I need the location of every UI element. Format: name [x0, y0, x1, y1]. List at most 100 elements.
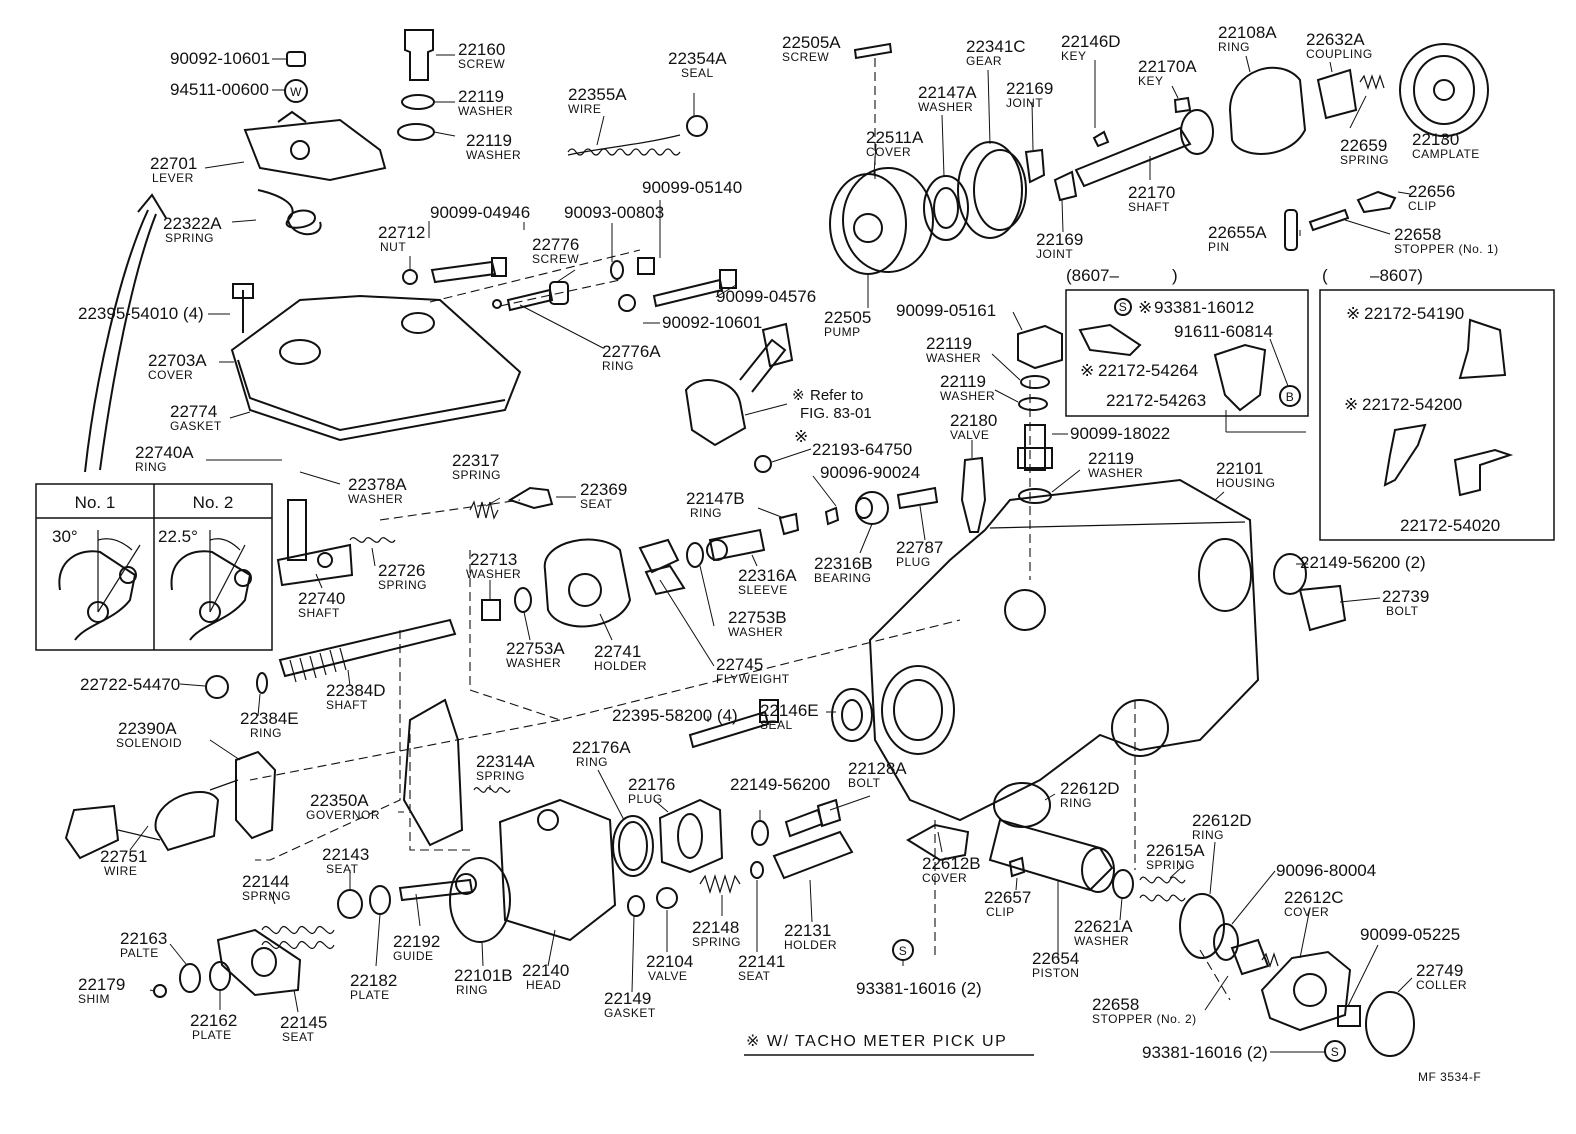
- callout-22108A-desc: RING: [1218, 40, 1250, 54]
- callout-22119-d: 22119: [940, 372, 986, 391]
- no2-lever-sketch: [170, 530, 252, 641]
- callout-22119-d-desc: WASHER: [940, 389, 995, 403]
- callout-90099-05225: 90099-05225: [1360, 925, 1460, 944]
- callout-22119-c: 22119: [926, 334, 972, 353]
- callout-22713: 22713: [470, 550, 517, 569]
- angle-30-label: 30°: [52, 527, 78, 546]
- callout-90093-00803: 90093-00803: [564, 203, 664, 222]
- callout-22615A-desc: SPRING: [1146, 858, 1195, 872]
- callout-22612C-desc: COVER: [1284, 905, 1329, 919]
- callout-22657-desc: CLIP: [986, 905, 1015, 919]
- callout-22701: 22701: [150, 154, 197, 173]
- callout-22193-64750: 22193-64750: [812, 440, 912, 459]
- callout-22140: 22140: [522, 961, 569, 980]
- part-callouts: 90092-10601 94511-00600 22160 SCREW 2211…: [78, 23, 1498, 1062]
- callout-22101: 22101: [1216, 459, 1263, 478]
- inset-part-22172-54264: 22172-54264: [1098, 361, 1198, 380]
- callout-22632A-desc: COUPLING: [1306, 47, 1373, 61]
- callout-22169-a: 22169: [1006, 79, 1053, 98]
- refer-note-mark: ※: [792, 387, 805, 404]
- callout-22144: 22144: [242, 872, 289, 891]
- callout-22180-desc: VALVE: [950, 428, 989, 442]
- callout-90092-10601-b: 90092-10601: [662, 313, 762, 332]
- no1-lever-sketch: [58, 530, 141, 641]
- callout-22774-desc: GASKET: [170, 419, 222, 433]
- callout-22751-desc: WIRE: [104, 864, 137, 878]
- callout-22350A: 22350A: [310, 791, 369, 810]
- inset-s-mark: S: [1119, 300, 1128, 314]
- callout-22146D: 22146D: [1061, 32, 1121, 51]
- callout-22162-desc: PLATE: [192, 1028, 232, 1042]
- callout-22149-56200: 22149-56200: [730, 775, 830, 794]
- callout-22654: 22654: [1032, 949, 1079, 968]
- callout-22163: 22163: [120, 929, 167, 948]
- callout-22322A-desc: SPRING: [165, 231, 214, 245]
- s-mark-right: S: [1331, 1045, 1340, 1059]
- variant-left-title: (8607–: [1066, 266, 1119, 285]
- callout-22169-b: 22169: [1036, 230, 1083, 249]
- callout-90099-04946: 90099-04946: [430, 203, 530, 222]
- callout-90096-90024: 90096-90024: [820, 463, 920, 482]
- callout-22384D-desc: SHAFT: [326, 698, 368, 712]
- variant-right-title-close: –8607): [1370, 266, 1423, 285]
- callout-22740-desc: SHAFT: [298, 606, 340, 620]
- callout-22322A: 22322A: [163, 214, 222, 233]
- callout-22146E-desc: SEAL: [760, 718, 793, 732]
- callout-90099-05161: 90099-05161: [896, 301, 996, 320]
- callout-94511-00600: 94511-00600: [170, 80, 269, 99]
- callout-22612B-desc: COVER: [922, 871, 967, 885]
- callout-22145-desc: SEAT: [282, 1030, 315, 1044]
- callout-22749: 22749: [1416, 961, 1463, 980]
- callout-22726: 22726: [378, 561, 425, 580]
- callout-22119-a-desc: WASHER: [458, 104, 513, 118]
- callout-22655A: 22655A: [1208, 223, 1267, 242]
- callout-22615A: 22615A: [1146, 841, 1205, 860]
- callout-22119-b-desc: WASHER: [466, 148, 521, 162]
- callout-22317: 22317: [452, 451, 499, 470]
- callout-22130-desc: CAMPLATE: [1412, 147, 1480, 161]
- callout-22169-b-desc: JOINT: [1036, 247, 1073, 261]
- callout-22148: 22148: [692, 918, 739, 937]
- inset-part-22172-54190: 22172-54190: [1364, 304, 1464, 323]
- callout-22143: 22143: [322, 845, 369, 864]
- callout-22753B-desc: WASHER: [728, 625, 783, 639]
- callout-22740A: 22740A: [135, 443, 194, 462]
- callout-22143-desc: SEAT: [326, 862, 359, 876]
- callout-22658-b: 22658: [1092, 995, 1139, 1014]
- callout-22774: 22774: [170, 402, 217, 421]
- callout-22147B-desc: RING: [690, 506, 722, 520]
- callout-22739-desc: BOLT: [1386, 604, 1419, 618]
- callout-22395-54010: 22395-54010 (4): [78, 304, 204, 323]
- callout-22146D-desc: KEY: [1061, 49, 1087, 63]
- callout-22182: 22182: [350, 971, 397, 990]
- callout-22632A: 22632A: [1306, 30, 1365, 49]
- callout-22176A: 22176A: [572, 738, 631, 757]
- callout-22740A-desc: RING: [135, 460, 167, 474]
- callout-22355A-desc: WIRE: [568, 102, 601, 116]
- callout-22128A: 22128A: [848, 759, 907, 778]
- callout-22170A-desc: KEY: [1138, 74, 1164, 88]
- callout-22621A: 22621A: [1074, 917, 1133, 936]
- callout-22726-desc: SPRING: [378, 578, 427, 592]
- callout-22141: 22141: [738, 952, 785, 971]
- inset-b-mark: B: [1286, 390, 1295, 404]
- callout-22316B-desc: BEARING: [814, 571, 872, 585]
- variant-left-title-close: ): [1172, 266, 1178, 285]
- callout-22369-desc: SEAT: [580, 497, 613, 511]
- callout-22612D-b: 22612D: [1192, 811, 1252, 830]
- inset-pointer-arrow: [84, 193, 167, 473]
- callout-22314A: 22314A: [476, 752, 535, 771]
- callout-mark-22193: ※: [794, 427, 808, 446]
- callout-22656-desc: CLIP: [1408, 199, 1437, 213]
- callout-22776-desc: SCREW: [532, 252, 579, 266]
- callout-22149-56200-2: 22149-56200 (2): [1300, 553, 1426, 572]
- callout-22119-a: 22119: [458, 87, 504, 106]
- callout-22355A: 22355A: [568, 85, 627, 104]
- callout-22170: 22170: [1128, 183, 1175, 202]
- callout-22141-desc: SEAT: [738, 969, 771, 983]
- inset-part-22172-54263: 22172-54263: [1106, 391, 1206, 410]
- angle-22-label: 22.5°: [158, 527, 198, 546]
- callout-22131-desc: HOLDER: [784, 938, 837, 952]
- callout-22505-desc: PUMP: [824, 325, 861, 339]
- callout-22160: 22160: [458, 40, 505, 59]
